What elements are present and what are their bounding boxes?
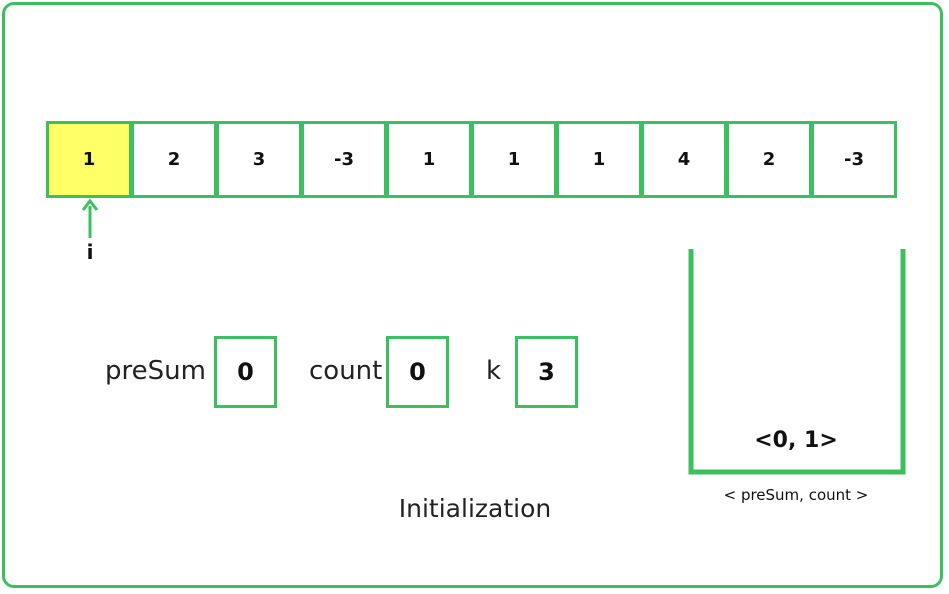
- array-cell: -3: [301, 121, 387, 198]
- array-cell: 2: [726, 121, 812, 198]
- k-value-box: 3: [515, 336, 578, 408]
- count-label: count: [309, 356, 383, 386]
- hashmap-entry: <0, 1>: [754, 428, 838, 453]
- count-value-box: 0: [386, 336, 449, 408]
- array-cell: -3: [811, 121, 897, 198]
- array-cell: 3: [216, 121, 302, 198]
- array-cell: 4: [641, 121, 727, 198]
- array-cell: 1: [46, 121, 132, 198]
- presum-value-box: 0: [214, 336, 277, 408]
- array-cell: 2: [131, 121, 217, 198]
- hashmap-caption: < preSum, count >: [723, 486, 869, 504]
- pointer-label: i: [86, 240, 94, 264]
- array-cell: 1: [556, 121, 642, 198]
- hashmap-container: [688, 249, 906, 475]
- k-label: k: [486, 356, 502, 386]
- array-cell: 1: [471, 121, 557, 198]
- array-row: 1 2 3 -3 1 1 1 4 2 -3: [46, 121, 897, 198]
- presum-label: preSum: [105, 356, 206, 386]
- pointer-arrow-icon: [81, 198, 99, 238]
- step-title: Initialization: [398, 494, 552, 523]
- array-cell: 1: [386, 121, 472, 198]
- diagram-frame: [2, 2, 943, 588]
